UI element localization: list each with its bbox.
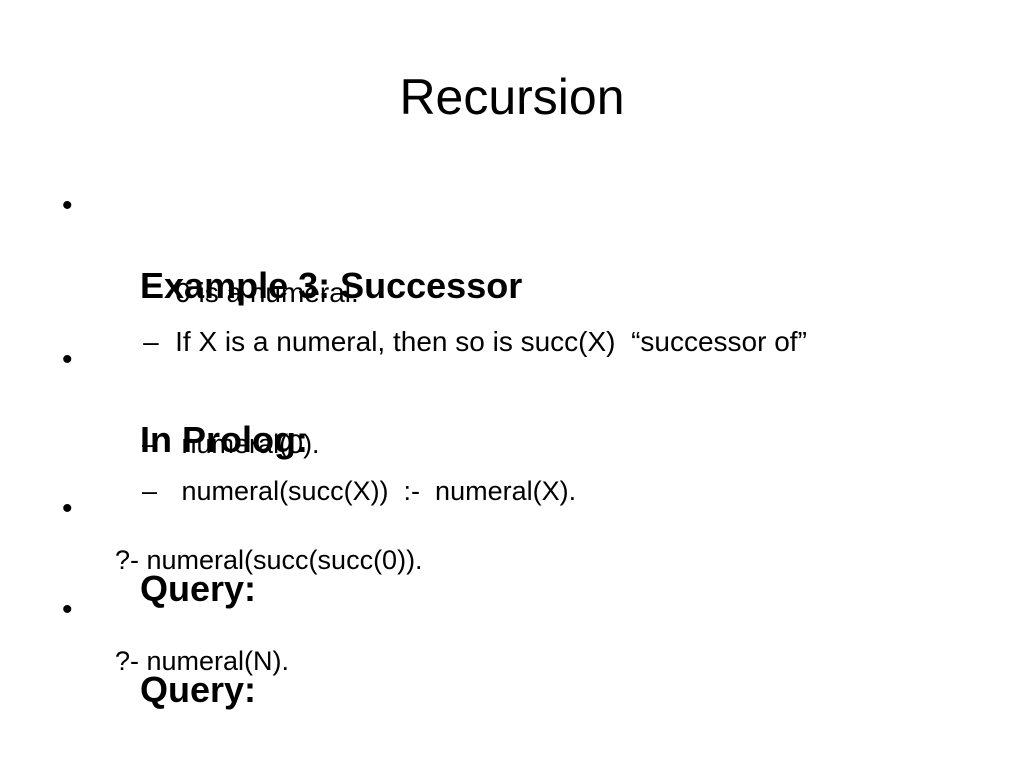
dash-icon: – — [143, 326, 159, 357]
code-sub-item: – numeral(succ(X)) :- numeral(X). — [112, 443, 576, 539]
bullet-heading: Query: — [140, 568, 257, 609]
dash-icon: – — [142, 429, 158, 459]
bullet-heading: Example 3: Successor — [140, 265, 523, 306]
query-code: ?- numeral(N). — [115, 646, 290, 676]
code-text: numeral(succ(X)) :- numeral(X). — [174, 476, 577, 506]
bullet-item-query: • Query: — [62, 489, 257, 649]
slide-title: Recursion — [399, 69, 625, 125]
code-text: numeral(0). — [174, 429, 320, 459]
bullet-icon: • — [62, 189, 73, 222]
code-sub-item: – numeral(0). — [112, 396, 320, 492]
sub-item: –If X is a numeral, then so is succ(X) “… — [112, 291, 807, 393]
bullet-heading: In Prolog: — [140, 419, 308, 460]
sub-item: –0 is a numeral. — [112, 242, 359, 344]
dash-icon: – — [143, 277, 159, 308]
bullet-icon: • — [62, 492, 73, 525]
dash-icon: – — [142, 476, 158, 506]
sub-item-text: If X is a numeral, then so is succ(X) “s… — [175, 326, 807, 357]
bullet-icon: • — [62, 593, 73, 626]
bullet-icon: • — [62, 343, 73, 376]
bullet-item-query: • Query: — [62, 590, 257, 750]
bullet-item-example: • Example 3: Successor — [62, 186, 523, 346]
sub-item-text: 0 is a numeral. — [175, 277, 359, 308]
query-code: ?- numeral(succ(succ(0)). — [115, 545, 423, 575]
bullet-heading: Query: — [140, 669, 257, 710]
bullet-item-in-prolog: • In Prolog: — [62, 340, 308, 500]
